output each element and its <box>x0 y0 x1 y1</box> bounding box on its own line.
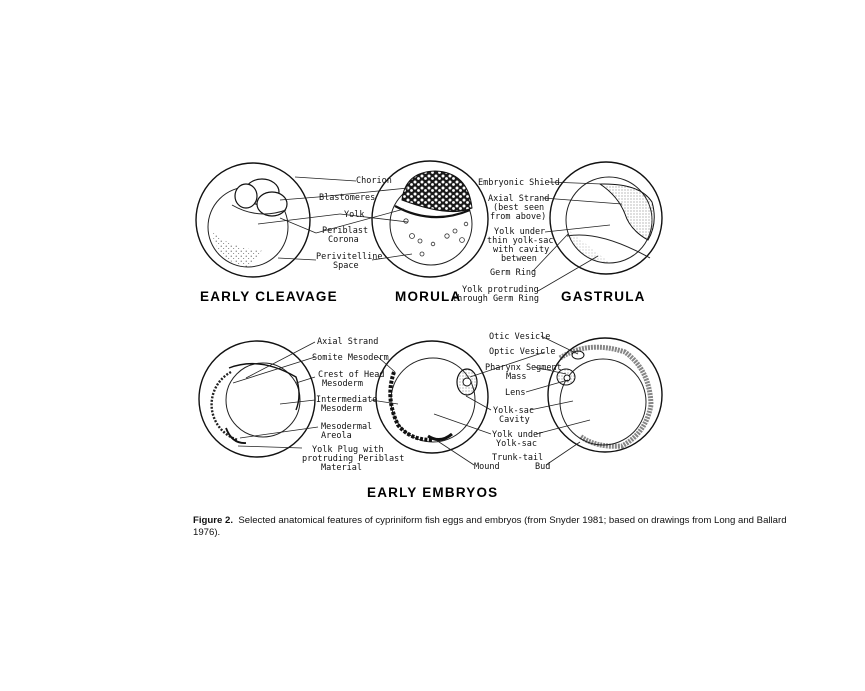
embryo-1 <box>199 341 315 457</box>
embryo1-mesoderm <box>212 372 238 440</box>
label-yolk-under-yolksac-2: Yolk-sac <box>496 439 537 449</box>
morula-yolk-droplets <box>404 219 468 256</box>
title-gastrula: GASTRULA <box>561 289 646 304</box>
embryo-3 <box>548 338 662 452</box>
label-crest-2: Mesoderm <box>322 379 363 389</box>
label-blastomeres: Blastomeres <box>319 193 375 203</box>
label-mound: Mound <box>474 462 500 472</box>
label-bud: Bud <box>535 462 550 472</box>
label-intermediate-2: Mesoderm <box>321 404 362 414</box>
title-morula: MORULA <box>395 289 461 304</box>
label-corona: Corona <box>328 235 359 245</box>
embryo1-yolk-plug <box>226 428 246 443</box>
title-early-cleavage: EARLY CLEAVAGE <box>200 289 338 304</box>
embryonic-shield-shape <box>600 184 654 240</box>
embryo2-somites <box>390 372 432 440</box>
embryo1-chorion <box>199 341 315 457</box>
label-lens: Lens <box>505 388 525 398</box>
morula-cell-cap <box>402 171 472 212</box>
label-yolk-plug-3: Material <box>321 463 362 473</box>
label-yolk-sac-cavity-2: Cavity <box>499 415 530 425</box>
label-mesodermal-2: Areola <box>321 431 352 441</box>
gastrula-egg <box>550 162 662 274</box>
title-early-embryos: EARLY EMBRYOS <box>367 485 498 500</box>
label-embryonic-shield: Embryonic Shield <box>478 178 560 188</box>
label-axial-strand-3: from above) <box>490 212 546 222</box>
label-optic-vesicle: Optic Vesicle <box>489 347 556 357</box>
blastomere-3 <box>235 184 257 208</box>
label-chorion: Chorion <box>356 176 392 186</box>
embryo-2 <box>376 341 488 453</box>
label-pharynx-2: Mass <box>506 372 526 382</box>
embryo3-body <box>560 347 651 446</box>
label-yolk: Yolk <box>344 210 364 220</box>
label-germ-ring: Germ Ring <box>490 268 536 278</box>
caption-figure-number: Figure 2. <box>193 515 233 526</box>
figure-caption: Figure 2. Selected anatomical features o… <box>193 515 793 539</box>
label-yolk-protruding-2: through Germ Ring <box>452 294 539 304</box>
embryo1-yolk <box>226 363 300 437</box>
label-otic-vesicle: Otic Vesicle <box>489 332 550 342</box>
germ-ring-stipple <box>566 228 610 263</box>
caption-text: Selected anatomical features of cyprinif… <box>193 515 787 538</box>
label-axial-strand: Axial Strand <box>317 337 378 347</box>
label-somite-mesoderm: Somite Mesoderm <box>312 353 389 363</box>
label-space: Space <box>333 261 359 271</box>
blastomere-2 <box>257 192 287 216</box>
embryo3-chorion <box>548 338 662 452</box>
label-yolk-under-4: between <box>501 254 537 264</box>
embryo2-lens <box>463 378 471 386</box>
periblast-stipple <box>212 232 262 267</box>
